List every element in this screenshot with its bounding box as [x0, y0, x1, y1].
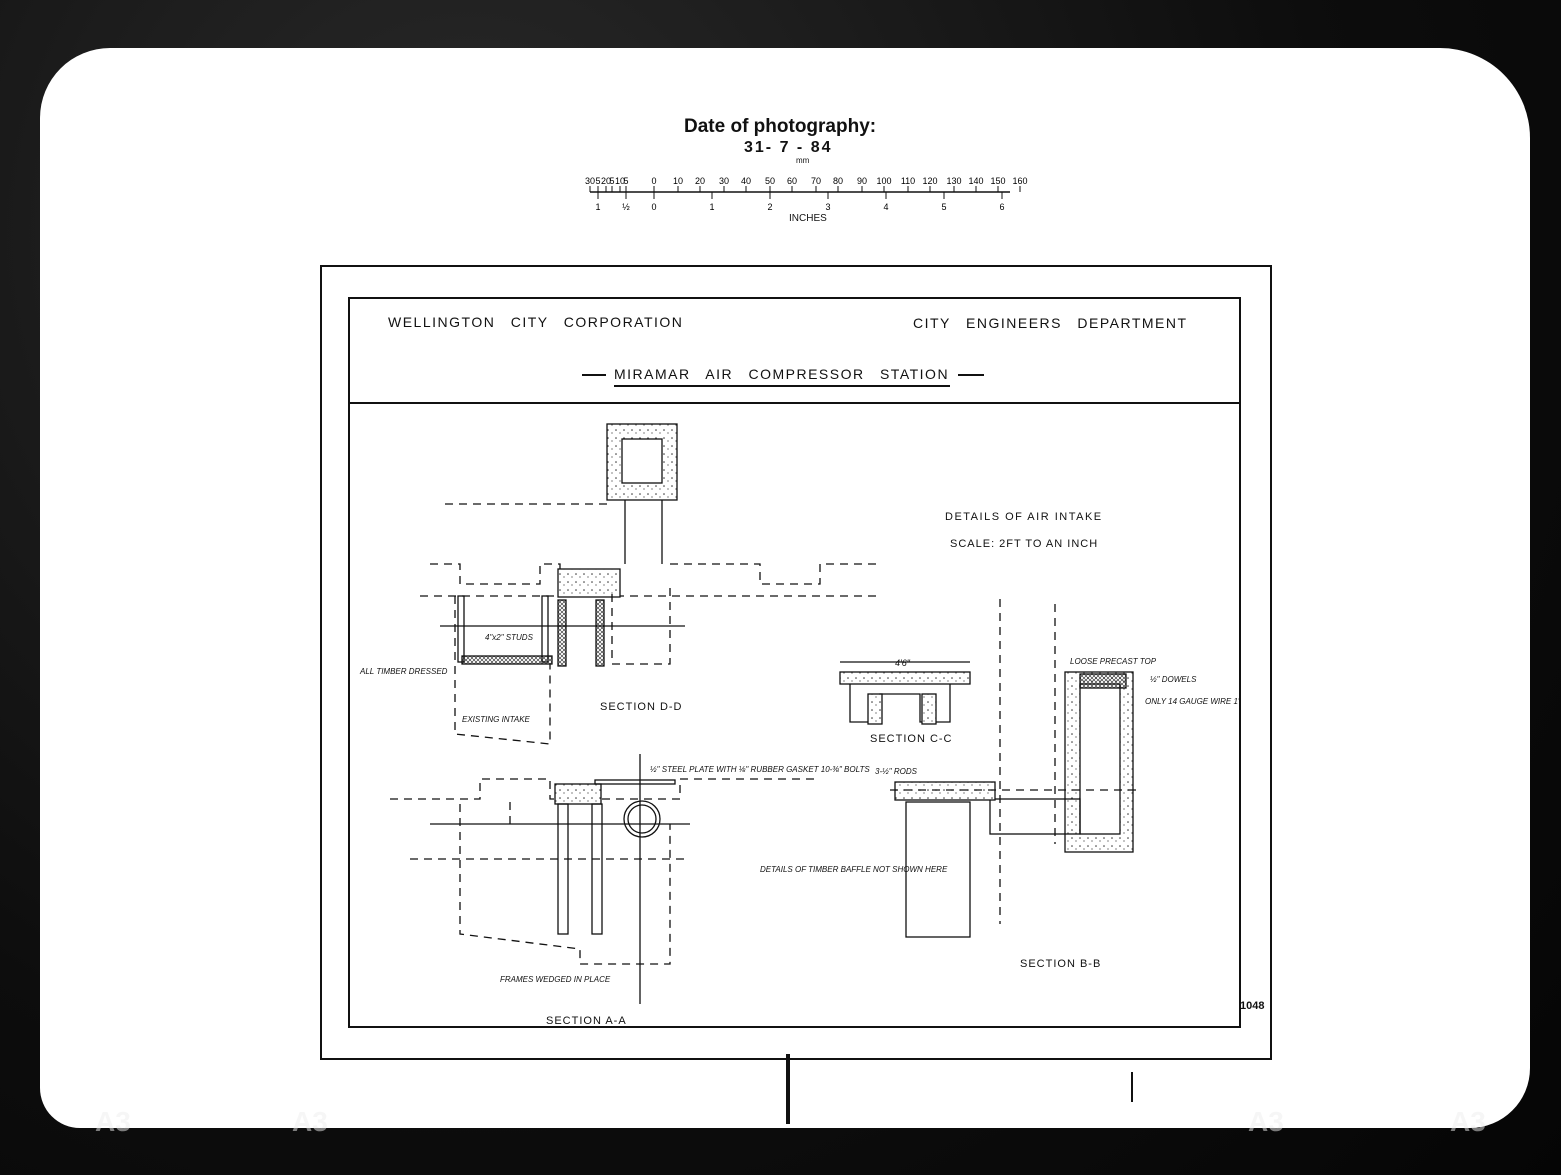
mm-tick-label: 60 — [787, 176, 797, 186]
mm-tick-label: 120 — [922, 176, 937, 186]
edge-label-4: A3 — [1450, 1106, 1486, 1137]
section-c-c-label: SECTION C-C — [870, 733, 953, 745]
studs-note: 4"x2" STUDS — [485, 633, 534, 642]
edge-label-3: A3 — [1248, 1106, 1284, 1137]
bottom-edge-mark-small — [1131, 1072, 1133, 1102]
mm-tick-label: 150 — [990, 176, 1005, 186]
bottom-edge-mark — [786, 1054, 790, 1124]
section-a-a-label: SECTION A-A — [546, 1015, 627, 1026]
mm-tick-label: 0 — [651, 176, 656, 186]
frames-note: FRAMES WEDGED IN PLACE — [500, 975, 611, 984]
mm-tick-label: 70 — [811, 176, 821, 186]
dowels-note: ½" DOWELS — [1150, 675, 1197, 684]
inch-tick-label: ½ — [622, 202, 630, 212]
project-title: MIRAMAR AIR COMPRESSOR STATION — [614, 366, 950, 382]
organisation-name: WELLINGTON CITY CORPORATION — [388, 314, 684, 330]
mm-tick-label: 50 — [765, 176, 775, 186]
project-underline — [614, 385, 950, 387]
edge-label-2: A3 — [292, 1106, 328, 1137]
scale-unit-label: mm — [796, 156, 810, 165]
date-of-photography-title: Date of photography: — [684, 116, 877, 137]
scale-note: SCALE: 2FT TO AN INCH — [950, 538, 1098, 550]
edge-label-1: A3 — [95, 1106, 131, 1137]
steel-plate-note: ½" STEEL PLATE WITH ⅛" RUBBER GASKET 10-… — [650, 765, 870, 774]
rods-note: 3-½" RODS — [875, 767, 918, 776]
intake-note: EXISTING INTAKE — [462, 715, 531, 724]
sketch-number: 1048 — [1240, 1000, 1265, 1012]
precast-note: LOOSE PRECAST TOP — [1070, 657, 1157, 666]
inch-tick-label: 6 — [999, 202, 1004, 212]
width-dimension: 4'6" — [895, 658, 911, 668]
inch-tick-label: 3 — [825, 202, 830, 212]
mm-tick-label: 30 — [585, 176, 595, 186]
mm-tick-label: 5 — [595, 176, 600, 186]
mm-tick-label: 140 — [968, 176, 983, 186]
title-block-divider — [348, 402, 1241, 404]
baffle-note: DETAILS OF TIMBER BAFFLE NOT SHOWN HERE — [760, 865, 948, 874]
inch-tick-label: 2 — [767, 202, 772, 212]
mm-tick-label: 5 — [609, 176, 614, 186]
project-dash-right — [958, 374, 984, 376]
drawing-sheet — [40, 48, 1530, 1128]
section-d-d-label: SECTION D-D — [600, 701, 683, 713]
inch-tick-label: 5 — [941, 202, 946, 212]
mm-tick-label: 110 — [901, 176, 915, 186]
mm-tick-label: 20 — [601, 176, 611, 186]
mm-tick-label: 40 — [741, 176, 751, 186]
mm-tick-label: 10 — [673, 176, 683, 186]
mm-tick-label: 10 — [615, 176, 625, 186]
section-b-b-label: SECTION B-B — [1020, 958, 1101, 970]
mm-tick-label: 80 — [833, 176, 843, 186]
mm-tick-label: 90 — [857, 176, 867, 186]
inch-tick-label: 1 — [709, 202, 714, 212]
air-intake-heading: DETAILS OF AIR INTAKE — [945, 511, 1103, 523]
wire-mesh-note: ONLY 14 GAUGE WIRE 1" MESH — [1145, 697, 1239, 706]
inch-tick-label: 0 — [651, 202, 656, 212]
inner-drawing-border — [348, 297, 1241, 1028]
mm-tick-label: 5 — [623, 176, 628, 186]
inch-tick-group: 1 ½ 0 1 2 3 4 5 6 — [595, 192, 1005, 212]
inches-label: INCHES — [789, 213, 827, 224]
outer-drawing-border — [320, 265, 1272, 1060]
date-of-photography-value: 31- 7 - 84 — [744, 139, 833, 156]
mm-tick-label: 100 — [876, 176, 891, 186]
project-dash-left — [582, 374, 606, 376]
mm-tick-label: 30 — [719, 176, 729, 186]
mm-tick-label: 130 — [946, 176, 961, 186]
timber-note: ALL TIMBER DRESSED — [359, 667, 448, 676]
inch-tick-label: 1 — [595, 202, 600, 212]
technical-drawing: DETAILS OF AIR INTAKE SCALE: 2FT TO AN I… — [359, 423, 1239, 1026]
mm-tick-label: 20 — [695, 176, 705, 186]
inch-tick-label: 4 — [883, 202, 888, 212]
department-name: CITY ENGINEERS DEPARTMENT — [913, 315, 1188, 331]
mm-tick-label: 160 — [1012, 176, 1027, 186]
